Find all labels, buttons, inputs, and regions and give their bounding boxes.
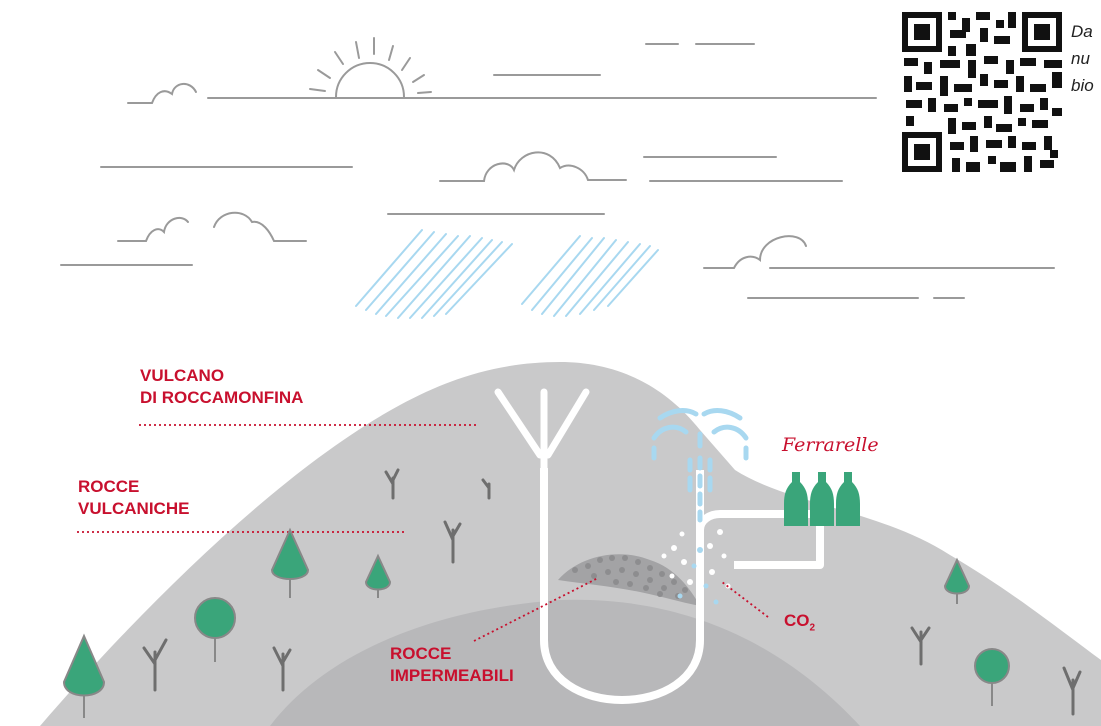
cloud-icon (703, 235, 807, 269)
tree-icon (974, 648, 1010, 706)
label-volcano-line2: DI ROCCAMONFINA (140, 388, 304, 407)
tree-icon (943, 557, 971, 604)
label-volcano: VULCANO DI ROCCAMONFINA (140, 365, 303, 409)
label-impermeable-rocks: ROCCE IMPERMEABILI (390, 643, 514, 687)
bottles-icon (784, 472, 860, 526)
label-impermeable-line1: ROCCE (390, 644, 452, 663)
crater-vent (494, 388, 590, 474)
water-channel (540, 468, 824, 704)
shrubs (142, 468, 1082, 716)
cloud-icon (439, 151, 627, 182)
brand-logo: Ferrarelle (782, 434, 879, 456)
callout-lines (77, 424, 769, 642)
co2-bubbles-blue (677, 547, 719, 605)
label-co2: CO2 (784, 610, 815, 639)
cloud-icon (117, 211, 307, 242)
sun-icon (309, 37, 432, 98)
rain (355, 229, 659, 319)
inner-rock-layer (270, 599, 860, 726)
label-volcano-line1: VULCANO (140, 366, 225, 385)
volcano-hill (40, 362, 1101, 726)
tree-icon (364, 553, 392, 598)
label-volcanic-rocks-line2: VULCANICHE (78, 499, 190, 518)
label-impermeable-line2: IMPERMEABILI (390, 666, 514, 685)
trees (62, 527, 1010, 718)
cloud-icon (127, 83, 877, 104)
co2-bubbles (661, 529, 731, 589)
label-volcanic-rocks-line1: ROCCE (78, 477, 140, 496)
sky (60, 37, 1055, 299)
tree-icon (194, 597, 236, 662)
qr-note-line2: nu (1071, 49, 1090, 68)
qr-note-line1: Da (1071, 22, 1093, 41)
impermeable-rocks (558, 554, 700, 606)
qr-note-line3: bio (1071, 76, 1094, 95)
tree-icon (62, 633, 106, 718)
label-volcanic-rocks: ROCCE VULCANICHE (78, 476, 189, 520)
tree-icon (270, 527, 310, 598)
qr-code (902, 12, 1062, 172)
qr-note: Da nu bio (1071, 18, 1101, 99)
label-co2-main: CO (784, 611, 810, 630)
spring-fountain (651, 408, 749, 523)
label-co2-sub: 2 (809, 622, 816, 634)
